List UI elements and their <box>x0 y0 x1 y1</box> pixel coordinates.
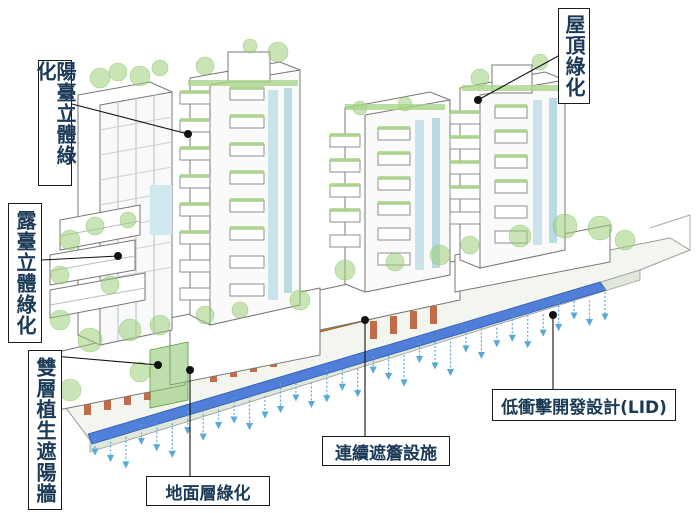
rain-infiltration-arrows <box>91 288 609 469</box>
lid-marker <box>549 311 557 319</box>
double-layer-wall-marker <box>154 361 162 369</box>
balcony-planters <box>180 80 560 234</box>
balcony-greening-marker <box>184 130 192 138</box>
label-terrace-greening: 露臺立體綠化 <box>8 203 42 343</box>
lid-strip <box>87 281 607 445</box>
label-roof-greening: 屋頂綠化 <box>558 8 590 104</box>
label-ground-greening: 地面層綠化 <box>146 476 270 506</box>
label-double-layer-wall: 雙層植生遮陽牆 <box>28 350 62 510</box>
building-center-right <box>329 91 451 293</box>
label-lid-design: 低衝擊開發設計(LID) <box>492 389 676 421</box>
label-balcony-greening: 陽臺立體綠化 <box>33 60 77 186</box>
label-continuous-canopy: 連續遮簷設施 <box>322 436 450 466</box>
green-wall <box>149 341 189 409</box>
continuous-canopy-marker <box>361 316 369 324</box>
roof-greening-marker <box>474 96 482 104</box>
building-center-left <box>179 51 301 326</box>
building-right <box>449 64 566 269</box>
ground-greening-marker <box>186 366 194 374</box>
terrace-greening-marker <box>114 252 122 260</box>
leader-lines <box>41 54 561 478</box>
